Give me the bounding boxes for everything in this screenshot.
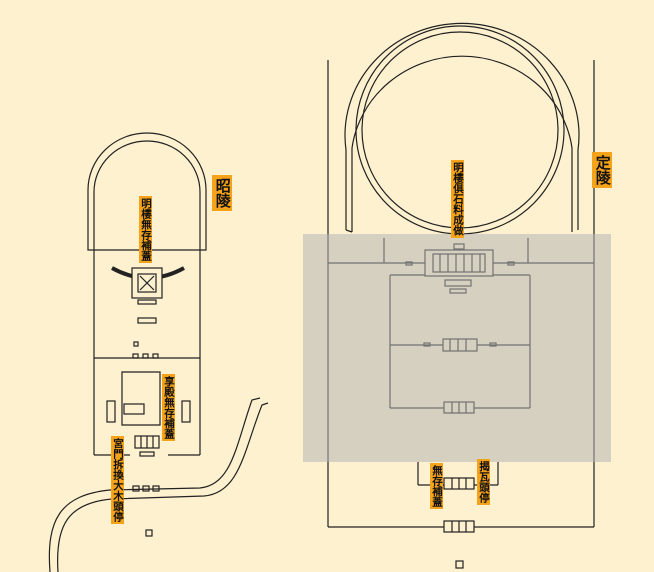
gray-overlay-region (303, 234, 611, 462)
left-approach-road (48, 397, 261, 572)
right-tower-note: 明樓俱石料成做 (451, 160, 465, 238)
left-tumulus-wall-inner (93, 140, 201, 250)
right-site-name: 定陵 (592, 152, 612, 188)
left-gate-note: 宮門拆換大木頭停 (111, 436, 125, 524)
right-hall-note: 無存補蓋 (430, 463, 444, 509)
right-gate-note: 揭瓦頭停 (477, 459, 491, 505)
left-tumulus-wall-outer (87, 132, 207, 251)
right-tumulus-wall-outer (344, 22, 580, 230)
left-hall (121, 371, 161, 426)
left-site-name: 昭陵 (212, 175, 232, 211)
left-hall-note: 享殿無存補蓋 (162, 374, 176, 441)
left-tower-note: 明樓無存補蓋 (139, 196, 153, 263)
left-tomb-complex (48, 132, 269, 572)
